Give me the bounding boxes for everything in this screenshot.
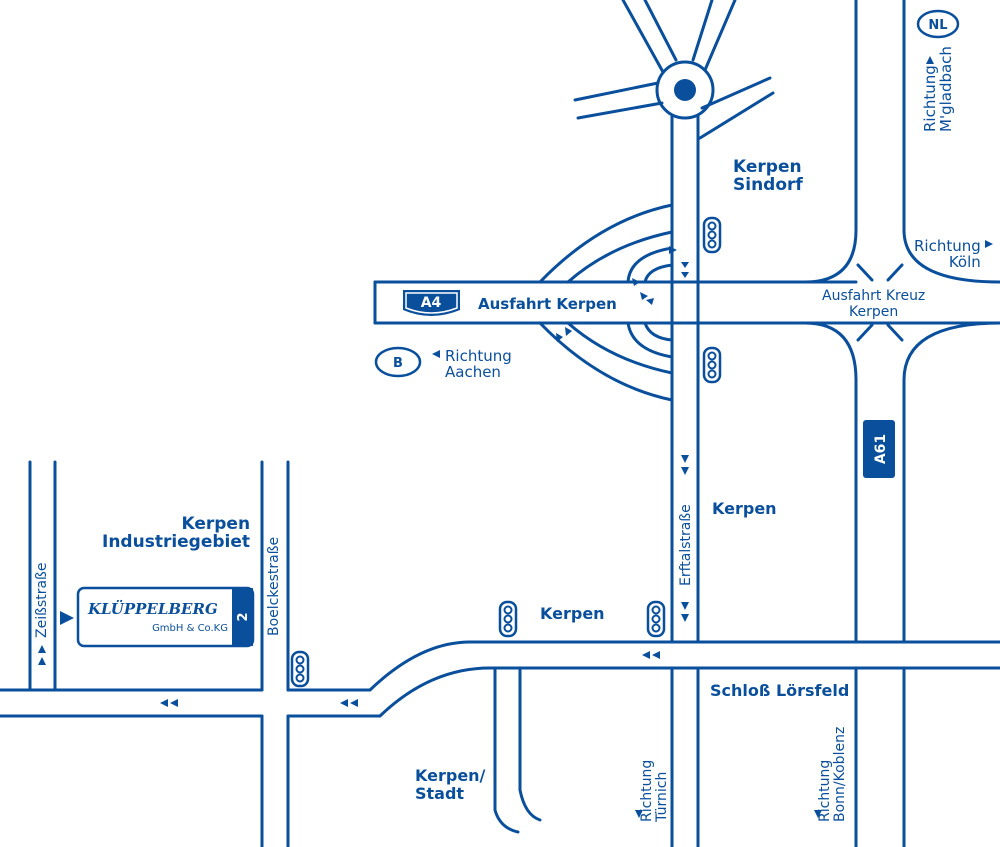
label-richtung-aachen: Richtung Aachen bbox=[445, 347, 512, 381]
road-spoke-e bbox=[700, 76, 772, 110]
a61-ramp-s bbox=[856, 323, 874, 342]
label-zeissstrasse: Zeißstraße bbox=[34, 562, 50, 638]
traffic-light-icon bbox=[498, 600, 518, 638]
road-spoke-ne3 bbox=[703, 0, 737, 72]
label-richtung-koeln: Richtung Köln bbox=[914, 237, 981, 271]
company-legal: GmbH & Co.KG bbox=[152, 623, 228, 634]
company-name: KLÜPPELBERG bbox=[87, 599, 218, 618]
traffic-light-icon bbox=[646, 600, 666, 638]
road-a61-west-bottom bbox=[803, 321, 858, 644]
label-boelckestrasse: Boelckestraße bbox=[266, 536, 282, 636]
traffic-light-icon bbox=[702, 216, 722, 254]
road-a61-east-bottom bbox=[902, 321, 1000, 644]
road-stadt-east bbox=[518, 666, 542, 822]
direction-arrow-icon bbox=[38, 56, 993, 818]
a4-badge: A4 bbox=[403, 290, 460, 316]
label-ausfahrt-kerpen: Ausfahrt Kerpen bbox=[478, 295, 617, 313]
a61-badge-text: A61 bbox=[873, 434, 889, 464]
road-a61-east-top bbox=[902, 0, 1000, 284]
road-stadt-west bbox=[493, 666, 520, 834]
a61-ramp-n bbox=[856, 263, 874, 282]
a4-badge-text: A4 bbox=[421, 295, 442, 311]
road-spoke-ne2 bbox=[691, 0, 714, 62]
road-spoke-w2 bbox=[576, 101, 664, 120]
company-box[interactable]: KLÜPPELBERG GmbH & Co.KG 2 bbox=[76, 586, 255, 648]
ramp-sw2 bbox=[566, 321, 674, 375]
a61-badge: A61 bbox=[863, 420, 895, 478]
ramp-sw bbox=[538, 321, 674, 402]
loop-n bbox=[626, 246, 674, 284]
label-ausfahrt-kreuz: Ausfahrt Kreuz Kerpen bbox=[822, 288, 926, 320]
ramp-nw bbox=[538, 203, 674, 284]
loop-s2 bbox=[643, 321, 674, 342]
label-schloss: Schloß Lörsfeld bbox=[710, 681, 850, 700]
label-richtung-bonn: Richtung Bonn/Koblenz bbox=[817, 726, 848, 822]
nl-badge-text: NL bbox=[928, 18, 947, 33]
nl-badge: NL bbox=[916, 9, 960, 39]
label-richtung-tuernich: Richtung Türnich bbox=[639, 759, 670, 822]
road-main-south bbox=[286, 666, 1000, 718]
label-industriegebiet: Kerpen Industriegebiet bbox=[102, 514, 251, 552]
road-a61-west-top bbox=[803, 0, 858, 284]
b-badge-text: B bbox=[393, 356, 403, 371]
label-richtung-mgladbach: Richtung M'gladbach bbox=[921, 46, 955, 132]
road-spoke-nw bbox=[621, 0, 665, 74]
label-kerpen-sindorf: Kerpen Sindorf bbox=[733, 157, 803, 195]
label-erftalstrasse: Erftalstraße bbox=[678, 504, 694, 586]
label-kerpen-south: Kerpen bbox=[540, 604, 605, 623]
loop-n2 bbox=[643, 263, 674, 284]
roundabout-ring bbox=[655, 60, 715, 120]
road-spoke-ne bbox=[643, 0, 678, 62]
company-number: 2 bbox=[236, 612, 251, 621]
ramp-nw2 bbox=[566, 230, 674, 284]
traffic-light-icon bbox=[702, 346, 722, 384]
traffic-light-icon bbox=[290, 650, 310, 688]
road-main-north bbox=[286, 640, 1000, 692]
a61-ramp-s2 bbox=[886, 323, 904, 342]
a61-ramp-n2 bbox=[886, 263, 904, 282]
b-badge: B bbox=[374, 346, 422, 378]
roundabout-icon bbox=[674, 79, 696, 101]
loop-s bbox=[626, 321, 674, 359]
label-kerpen-center: Kerpen bbox=[712, 499, 777, 518]
road-spoke-e2 bbox=[698, 91, 775, 140]
label-kerpen-stadt: Kerpen/ Stadt bbox=[415, 766, 486, 803]
road-spoke-w bbox=[573, 81, 660, 102]
